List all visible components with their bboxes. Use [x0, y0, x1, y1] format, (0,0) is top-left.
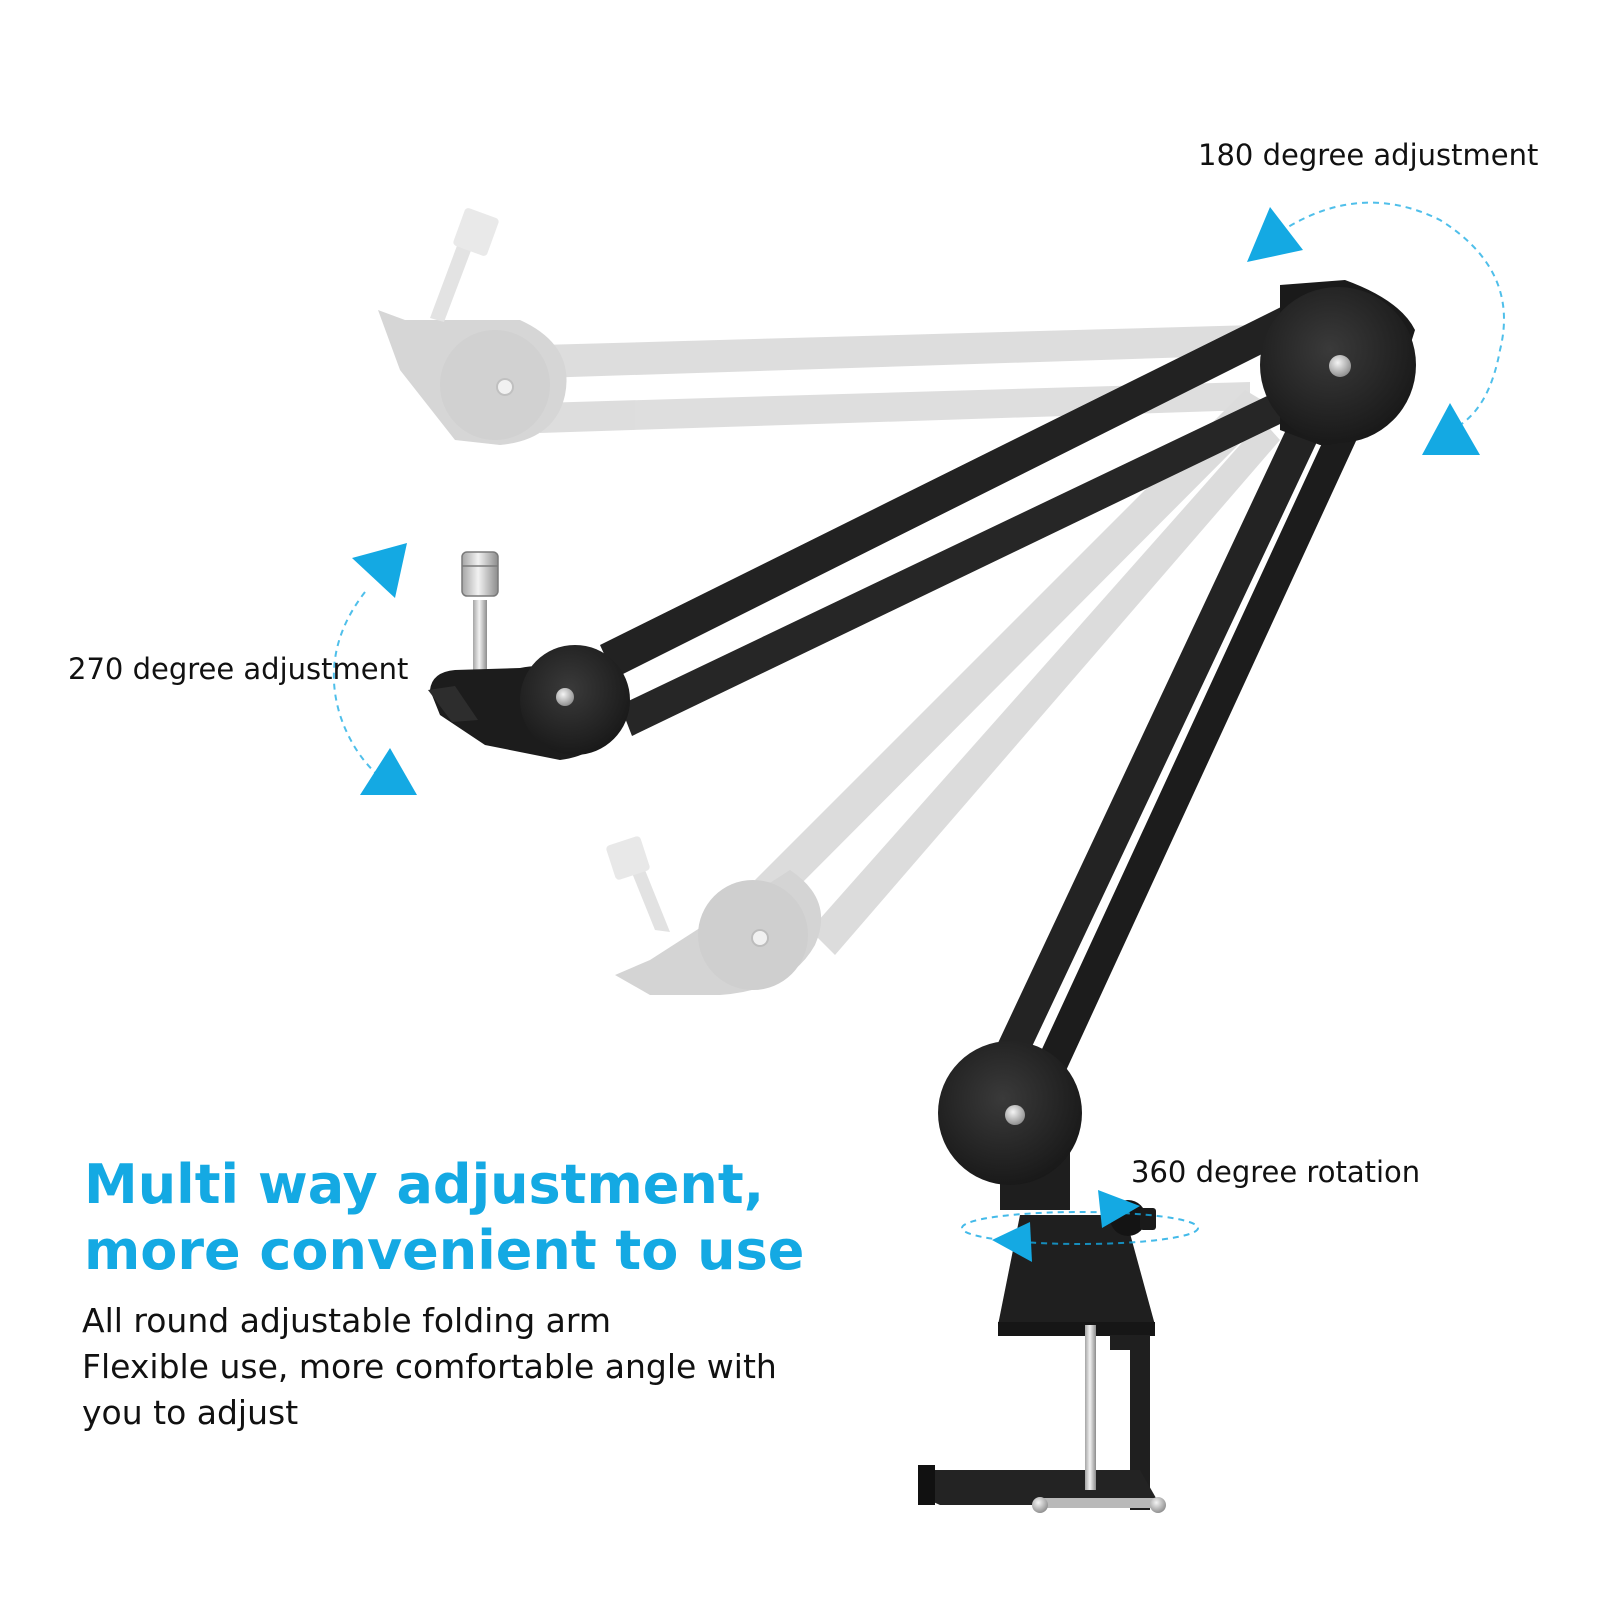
description-line-3: you to adjust — [82, 1393, 299, 1432]
arrow-left-icon — [992, 1222, 1032, 1262]
description-line-2: Flexible use, more comfortable angle wit… — [82, 1347, 777, 1386]
main-arm-lower-section — [990, 400, 1362, 1088]
label-360-degree-rotation: 360 degree rotation — [1131, 1155, 1421, 1189]
arrow-right-icon — [1098, 1190, 1140, 1228]
arrow-bottom-icon — [360, 748, 417, 795]
ghost-arm-lower — [606, 390, 1280, 995]
dashed-arc-270 — [332, 591, 391, 786]
description-line-1: All round adjustable folding arm — [82, 1301, 612, 1340]
arrow-top-icon — [352, 543, 407, 598]
rotation-indicator-360 — [961, 1190, 1199, 1262]
arrow-up-left-icon — [1247, 207, 1303, 262]
rotation-indicator-180 — [1247, 201, 1505, 455]
headline-line-2: more convenient to use — [84, 1219, 805, 1282]
label-180-degree-adjustment: 180 degree adjustment — [1198, 138, 1539, 172]
main-arm-upper-section — [600, 305, 1305, 736]
headline: Multi way adjustment, more convenient to… — [84, 1152, 804, 1284]
ghost-arm-upper — [378, 208, 1255, 445]
arrow-up-icon — [1422, 403, 1480, 455]
mic-mount — [428, 551, 630, 760]
rotation-indicator-270 — [332, 543, 417, 795]
elbow-joint-knob — [1260, 280, 1416, 445]
desk-clamp — [918, 1200, 1166, 1513]
headline-line-1: Multi way adjustment, — [84, 1153, 765, 1216]
base-joint-knob — [938, 1041, 1082, 1210]
description: All round adjustable folding arm Flexibl… — [82, 1298, 777, 1436]
label-270-degree-adjustment: 270 degree adjustment — [68, 652, 409, 686]
dashed-ellipse-360 — [961, 1211, 1199, 1245]
